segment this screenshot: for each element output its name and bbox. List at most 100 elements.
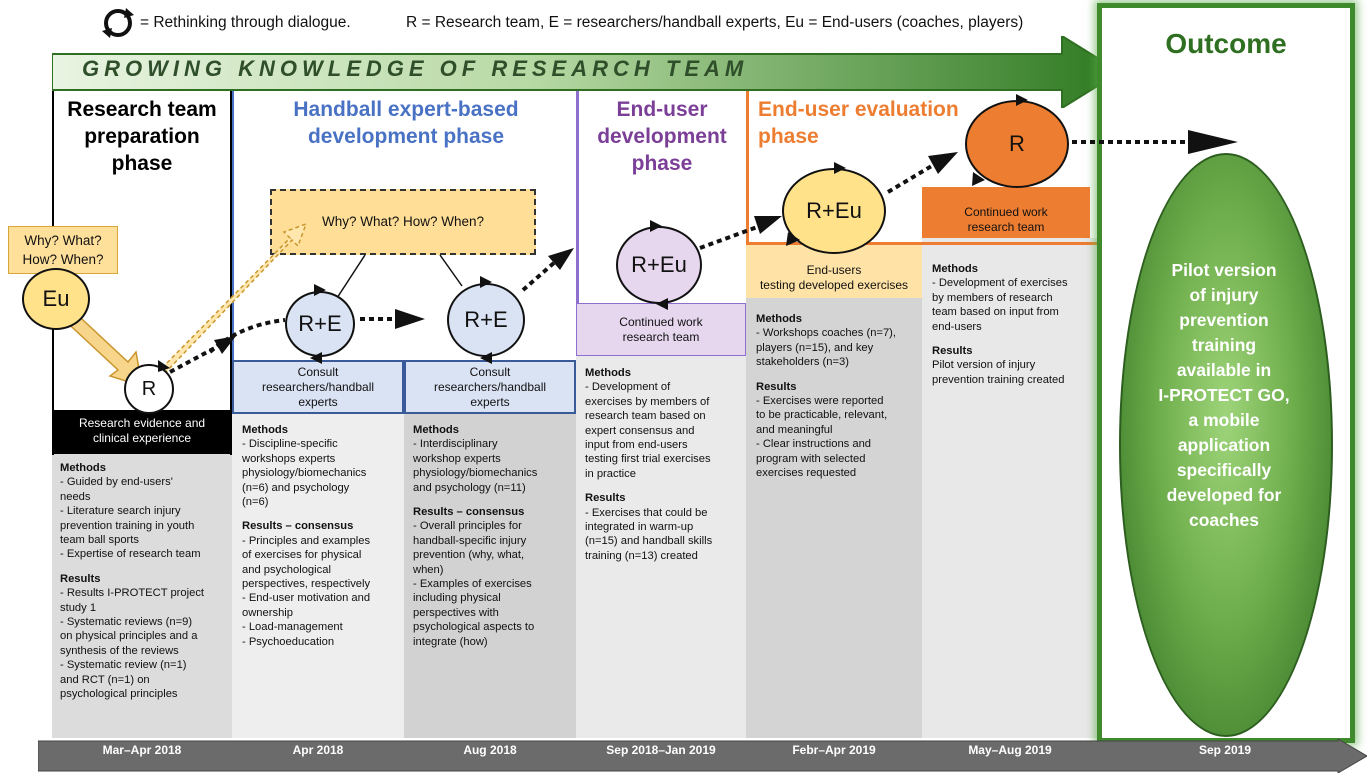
text-line: expert consensus and: [585, 424, 695, 437]
text-line: exercises by members of: [585, 395, 710, 408]
question-box-center: Why? What? How? When?: [270, 189, 536, 255]
text-line: - Literature search injury: [60, 505, 181, 518]
growing-knowledge-label: GROWING KNOWLEDGE OF RESEARCH TEAM: [82, 56, 749, 81]
text-line: of exercises for physical: [242, 549, 362, 562]
text-line: handball-specific injury: [413, 534, 527, 547]
text-line: (n=6) and psychology: [242, 481, 350, 494]
results-heading: Results: [585, 492, 626, 505]
cycle-arrowhead-icon: [310, 352, 322, 364]
methods-heading: Methods: [413, 424, 459, 436]
results-heading: Results: [932, 345, 973, 358]
text-line: prevention (why, what,: [413, 549, 525, 562]
flow-arrowhead: [214, 336, 236, 354]
results-heading: Results – consensus: [413, 506, 525, 519]
text-line: Pilot version of injury: [932, 359, 1036, 372]
label-line: researchers/handball: [433, 380, 547, 394]
phase-title-enduser-eval: End-user evaluation phase: [758, 96, 998, 150]
rethinking-cycle-icon: [102, 8, 134, 38]
continued-work-label-1: Continued work research team: [576, 303, 746, 356]
text-line: - Guided by end-users': [60, 476, 173, 489]
endusers-testing-label: End-users testing developed exercises: [746, 245, 922, 298]
text-line: team ball sports: [60, 534, 139, 547]
phase-title-line: Research team: [67, 98, 217, 121]
text-line: - Clear instructions and: [756, 438, 872, 451]
outcome-line: training: [1191, 335, 1257, 355]
text-line: (n=15) and handball skills: [585, 535, 713, 548]
phase-frame-enduser-eval: [746, 83, 1098, 245]
outcome-line: developed for: [1166, 485, 1282, 505]
text-line: study 1: [60, 601, 97, 614]
text-line: prevention training created: [932, 373, 1065, 386]
legend-abbreviations: R = Research team, E = researchers/handb…: [406, 14, 1024, 31]
text-line: - Exercises that could be: [585, 506, 708, 519]
text-line: integrated in warm-up: [585, 521, 694, 534]
label-line: research team: [622, 330, 700, 344]
text-line: synthesis of the reviews: [60, 644, 179, 657]
column-bg-4: [576, 356, 746, 738]
text-line: by members of research: [932, 291, 1053, 304]
timeline-label: Aug 2018: [463, 743, 517, 757]
label-line: Continued work: [619, 315, 703, 329]
label-line: research team: [967, 220, 1045, 234]
flow-arrowhead: [928, 152, 958, 174]
text-line: workshops experts: [242, 452, 336, 465]
results-heading: Results: [756, 380, 797, 393]
node-label: R: [141, 377, 157, 400]
cycle-arrowhead-icon: [480, 276, 492, 288]
text-line: - Examples of exercises: [413, 578, 532, 591]
text-line: perspectives, respectively: [242, 578, 371, 591]
timeline-label: Febr–Apr 2019: [792, 743, 876, 757]
outcome-line: Pilot version: [1171, 260, 1277, 280]
text-line: exercises requested: [756, 467, 857, 480]
outcome-line: of injury: [1189, 285, 1259, 305]
timeline-label: Apr 2018: [292, 743, 344, 757]
outcome-line: specifically: [1176, 460, 1272, 480]
flow-reu1-to-reu2: [699, 224, 761, 250]
text-line: players (n=15), and key: [756, 341, 874, 354]
column-bg-2: [232, 414, 404, 738]
continued-work-label-2: Continued work research team: [922, 187, 1090, 238]
outcome-description: Pilot version of injury prevention train…: [1124, 258, 1324, 533]
phase-title-line: phase: [758, 125, 819, 148]
outcome-line: available in: [1176, 360, 1272, 380]
cycle-arrowhead-icon: [656, 298, 668, 310]
text-line: - Development of exercises: [932, 277, 1068, 290]
methods-heading: Methods: [242, 424, 288, 436]
node-label: R: [1009, 131, 1025, 156]
cycle-arrowhead-icon: [834, 162, 846, 174]
text-line: prevention training in youth: [60, 519, 195, 532]
question-line: How? When?: [22, 252, 104, 267]
label-line: Consult: [469, 365, 511, 379]
results-heading: Results – consensus: [242, 520, 354, 533]
node-label: R+Eu: [631, 252, 687, 277]
text-line: physiology/biomechanics: [413, 467, 538, 480]
methods-heading: Methods: [756, 313, 802, 325]
column-bg-3: [404, 414, 576, 738]
label-line: Research evidence and: [78, 416, 206, 430]
cycle-arrowhead-icon: [158, 360, 170, 372]
text-line: and RCT (n=1) on: [60, 673, 150, 686]
flow-re2-to-reu1: [521, 260, 557, 292]
phase-title-enduser-dev: End-user development phase: [580, 96, 744, 177]
text-line: - Load-management: [242, 621, 343, 634]
node-label: R+E: [464, 307, 508, 332]
flow-arrowhead: [548, 248, 574, 270]
column-bg-6: [922, 238, 1098, 738]
flow-r-to-re1: [169, 340, 227, 374]
text-line: and meaningful: [756, 423, 833, 436]
phase-title-line: development: [597, 125, 727, 148]
phase-frame-enduser-dev: [576, 83, 746, 303]
node-r-final: R: [965, 100, 1069, 188]
node-label: R+E: [298, 311, 342, 336]
text-line: team based on input from: [932, 306, 1059, 319]
timeline-label: May–Aug 2019: [968, 743, 1052, 757]
label-line: testing developed exercises: [759, 278, 909, 292]
text-line: ownership: [242, 606, 293, 619]
timeline-label: Sep 2019: [1198, 743, 1252, 757]
text-line: end-users: [932, 320, 982, 333]
text-line: (n=6): [242, 496, 269, 509]
label-line: researchers/handball: [261, 380, 375, 394]
text-line: stakeholders (n=3): [756, 356, 849, 369]
outcome-line: coaches: [1188, 510, 1260, 530]
